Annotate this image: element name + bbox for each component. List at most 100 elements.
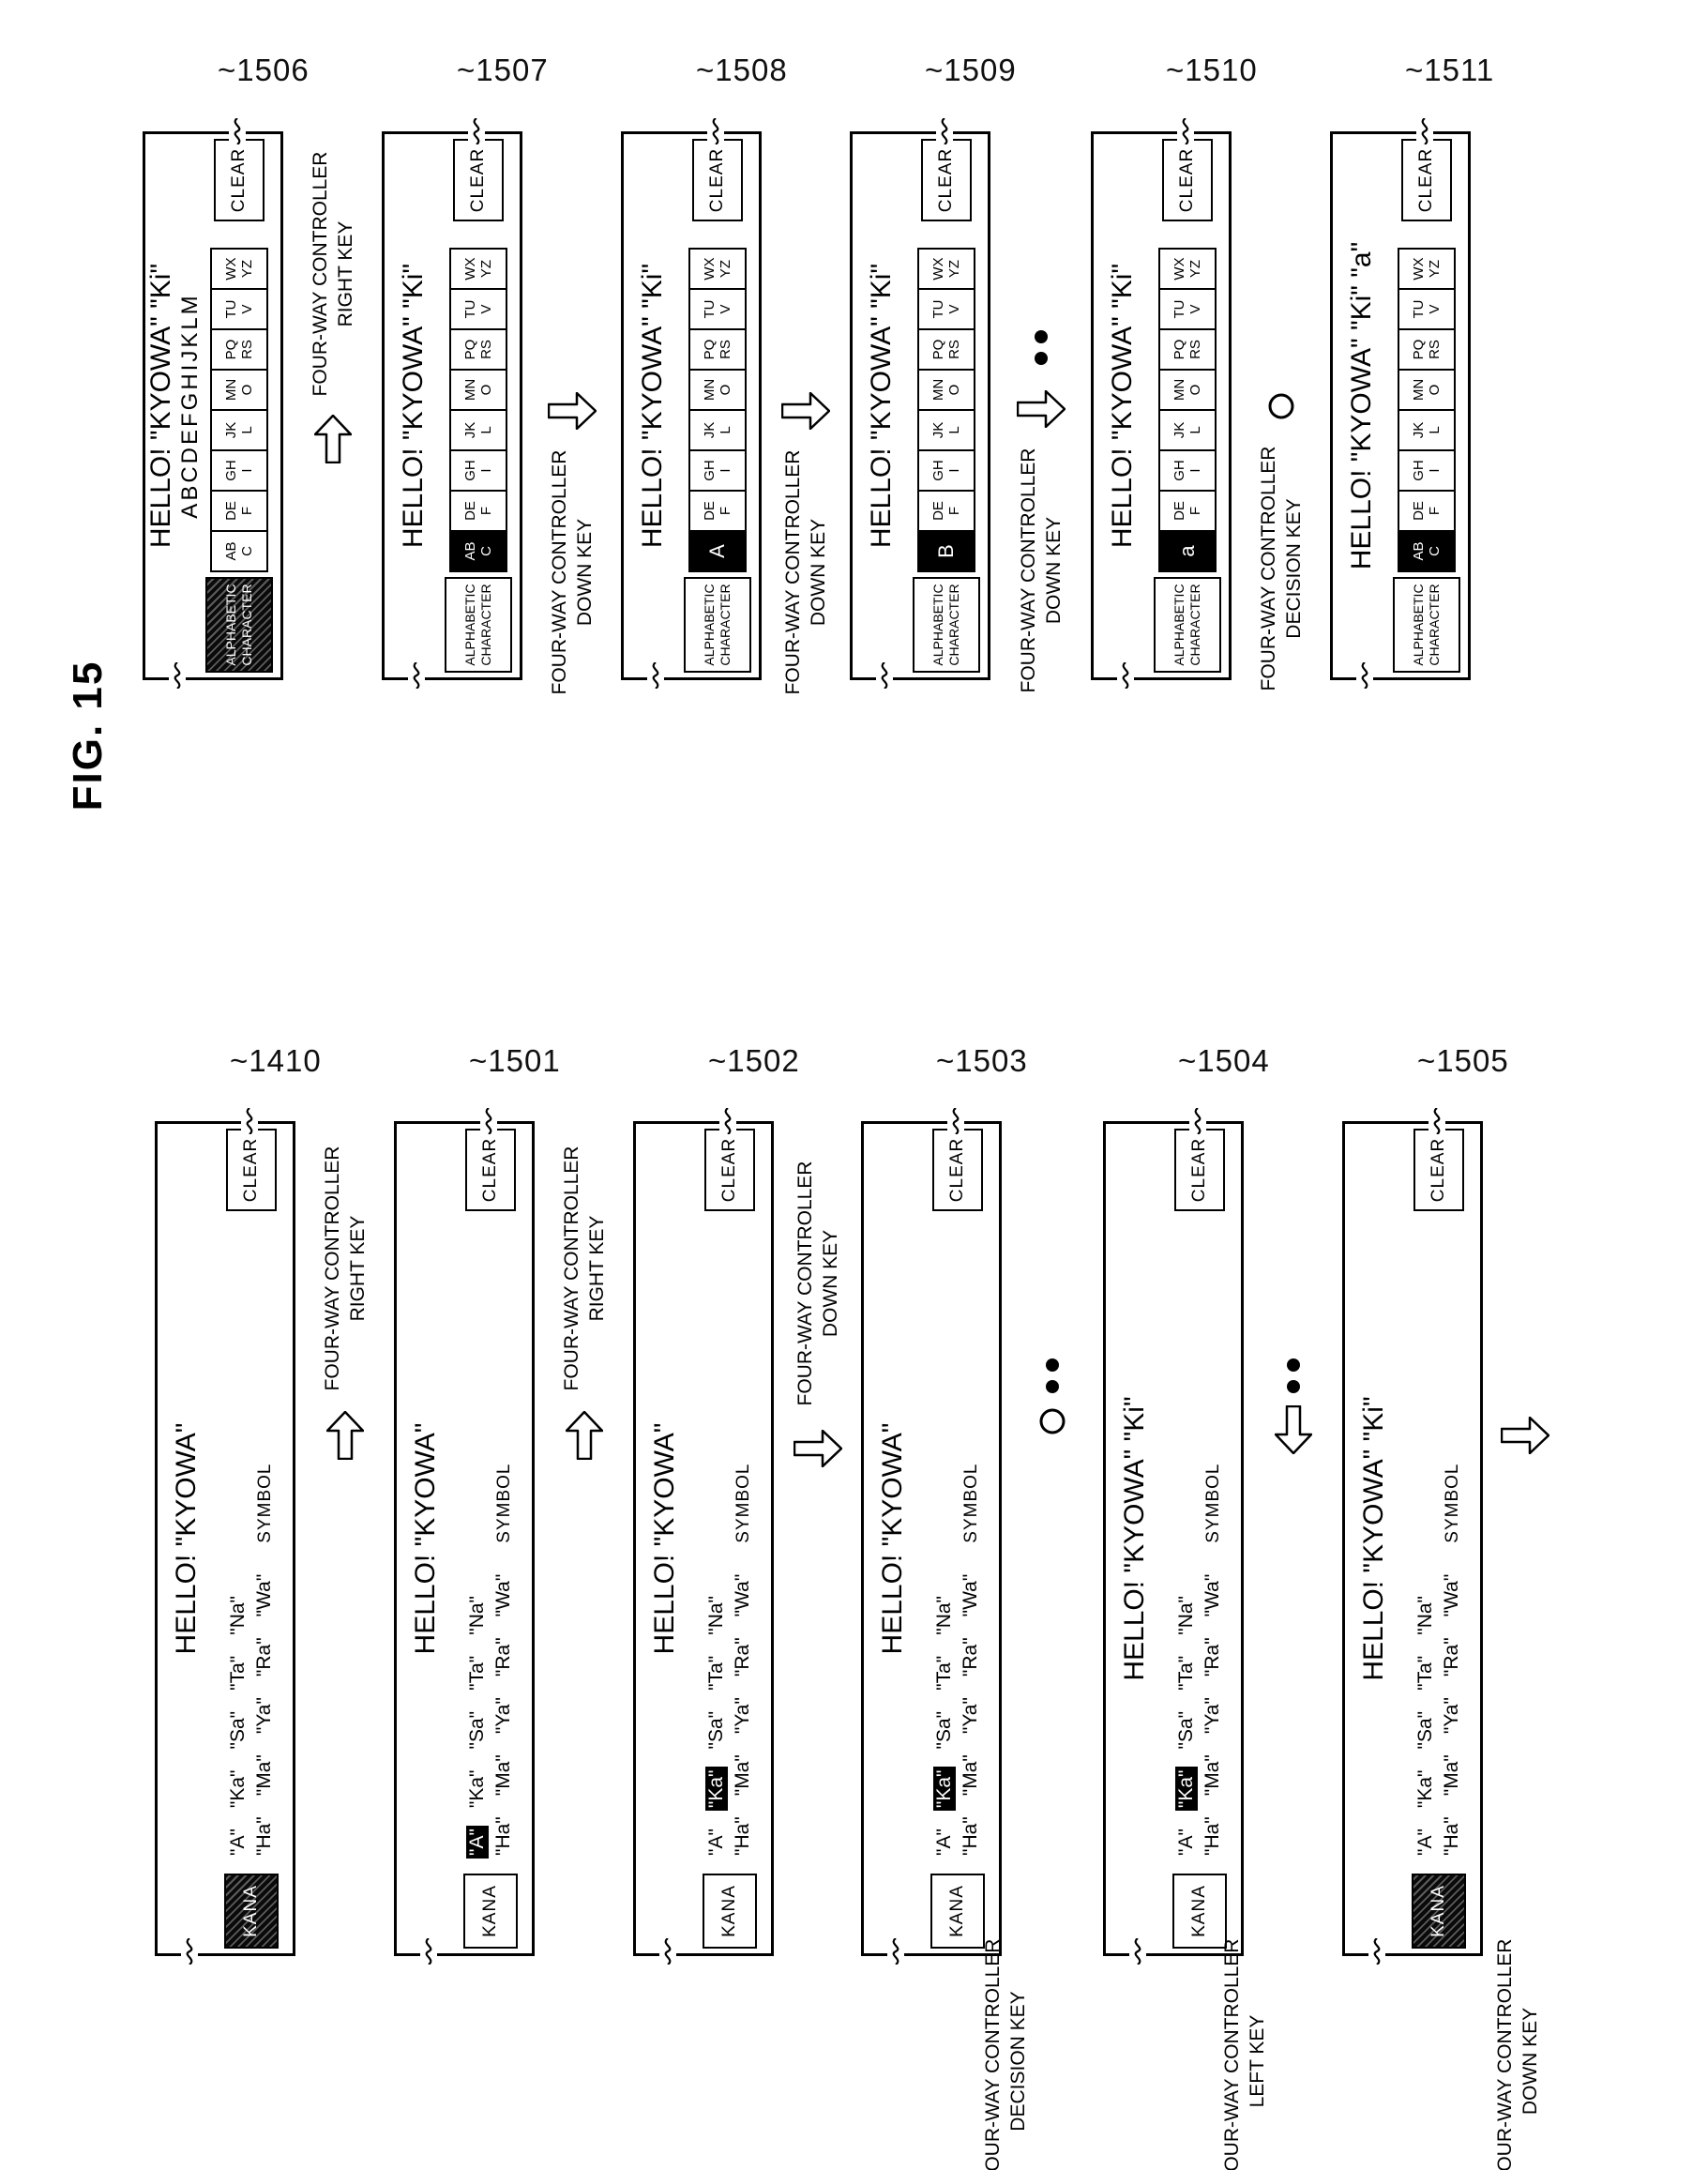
display-text-line: HELLO! "KYOWA" "Ki" bbox=[145, 263, 176, 549]
kana-key: "Ra" bbox=[732, 1637, 753, 1677]
display-text-line: HELLO! "KYOWA" "Ki" bbox=[866, 263, 897, 549]
symbol-key: SYMBOL bbox=[1203, 1463, 1223, 1543]
screen-1501-content: HELLO! "KYOWA" KANA"A""Ka""Sa""Ta""Na""Ha… bbox=[394, 1121, 535, 1956]
ref-label-1501: ~1501 bbox=[469, 1043, 561, 1078]
clear-key: CLEAR bbox=[1413, 1129, 1464, 1211]
key-line: YZ bbox=[478, 259, 494, 279]
key-line: WX bbox=[701, 257, 718, 281]
transition-line: RIGHT KEY bbox=[586, 1215, 608, 1322]
symbol-key: SYMBOL bbox=[733, 1463, 753, 1543]
tab-label-line: ALPHABETIC bbox=[1411, 584, 1427, 666]
key-line: MN bbox=[461, 378, 478, 402]
display-text-line: HELLO! "KYOWA" "Ki" bbox=[398, 263, 429, 549]
break-mark-icon bbox=[1117, 661, 1134, 693]
key-line: DE bbox=[222, 501, 239, 521]
ellipsis-dots bbox=[1035, 330, 1048, 365]
transition-line: DECISION KEY bbox=[1007, 1991, 1029, 2132]
key-line: I bbox=[478, 468, 494, 473]
kana-key: "Na" bbox=[1175, 1596, 1197, 1635]
break-mark-icon bbox=[480, 1107, 497, 1139]
key-line: O bbox=[478, 384, 494, 396]
tab-label-line: CHARACTER bbox=[239, 584, 254, 666]
screen-1502-content: HELLO! "KYOWA"KANA"A""Ka""Sa""Ta""Na""Ha… bbox=[633, 1121, 774, 1956]
kana-key: "Ka" bbox=[705, 1767, 728, 1812]
kana-row-2: "Ha""Ma""Ya""Ra""Wa"SYMBOL bbox=[732, 1463, 754, 1859]
screen-1410: HELLO! "KYOWA"KANA"A""Ka""Sa""Ta""Na""Ha… bbox=[155, 1107, 295, 1965]
kana-key: "Wa" bbox=[1441, 1573, 1462, 1617]
kana-key: "Ya" bbox=[492, 1697, 514, 1735]
key-line: GH bbox=[222, 460, 239, 481]
key-line: L bbox=[239, 426, 255, 434]
display-text-line: HELLO! "KYOWA" bbox=[410, 1422, 441, 1655]
break-mark-icon bbox=[1368, 1937, 1385, 1969]
ellipsis-dot-icon bbox=[1046, 1358, 1059, 1372]
kana-key: "Wa" bbox=[960, 1573, 981, 1617]
key-line: RS bbox=[1427, 340, 1443, 359]
key-line: V bbox=[1187, 304, 1203, 314]
break-mark-icon bbox=[1189, 1107, 1206, 1139]
kana-key: "Ra" bbox=[253, 1637, 275, 1677]
break-mark-icon bbox=[229, 117, 246, 149]
arrow-right-icon bbox=[547, 391, 597, 434]
transition-line: FOUR-WAY CONTROLLER bbox=[981, 1938, 1004, 2170]
kana-key: "Na" bbox=[933, 1596, 955, 1635]
key-line: V bbox=[718, 304, 733, 314]
kana-tab: KANA bbox=[1412, 1874, 1466, 1949]
key-line: TU bbox=[701, 299, 718, 319]
key-line: JK bbox=[930, 421, 946, 439]
kana-key: "Ya" bbox=[1441, 1697, 1462, 1735]
kana-key: "Ha" bbox=[732, 1816, 753, 1856]
key-line: L bbox=[718, 426, 733, 434]
kana-key-block: "A""Ka""Sa""Ta""Na""Ha""Ma""Ya""Ra""Wa"S… bbox=[933, 1463, 982, 1859]
kana-key: "Ya" bbox=[253, 1697, 275, 1735]
key-line: O bbox=[946, 384, 962, 396]
break-mark-icon bbox=[408, 661, 425, 693]
key-line: F bbox=[718, 506, 733, 516]
key-line: RS bbox=[239, 340, 255, 359]
key-line: TU bbox=[1410, 299, 1427, 319]
tab-label-line: ALPHABETIC bbox=[223, 584, 239, 666]
clear-key: CLEAR bbox=[921, 139, 972, 221]
key-line: L bbox=[946, 426, 962, 434]
kana-key: "Ya" bbox=[732, 1697, 753, 1735]
kana-key: "Sa" bbox=[466, 1710, 488, 1750]
break-mark-icon bbox=[181, 1937, 198, 1969]
break-mark-icon bbox=[468, 117, 485, 149]
tab-label-line: ALPHABETIC bbox=[1171, 584, 1187, 666]
kana-key: "Ma" bbox=[1441, 1754, 1462, 1797]
kana-key: "Na" bbox=[227, 1596, 249, 1635]
key-line: PQ bbox=[222, 339, 239, 360]
tab-label-line: CHARACTER bbox=[1427, 584, 1442, 666]
break-mark-icon bbox=[707, 117, 724, 149]
screen-text-area: HELLO! "KYOWA" "Ki" bbox=[854, 142, 909, 670]
key-row: KANA"A""Ka""Sa""Ta""Na""Ha""Ma""Ya""Ra""… bbox=[692, 1129, 767, 1949]
kana-key: "Ma" bbox=[960, 1754, 981, 1797]
kana-key: "Wa" bbox=[1202, 1573, 1223, 1617]
kana-row-1: "A""Ka""Sa""Ta""Na" bbox=[227, 1463, 249, 1859]
tab-label-line: ALPHABETIC bbox=[930, 584, 946, 666]
key-line: WX bbox=[1410, 257, 1427, 281]
circle-icon bbox=[1038, 1407, 1066, 1440]
display-text-line: HELLO! "KYOWA" "Ki" bbox=[1119, 1396, 1150, 1681]
key-row: KANA"A""Ka""Sa""Ta""Na""Ha""Ma""Ya""Ra""… bbox=[453, 1129, 528, 1949]
